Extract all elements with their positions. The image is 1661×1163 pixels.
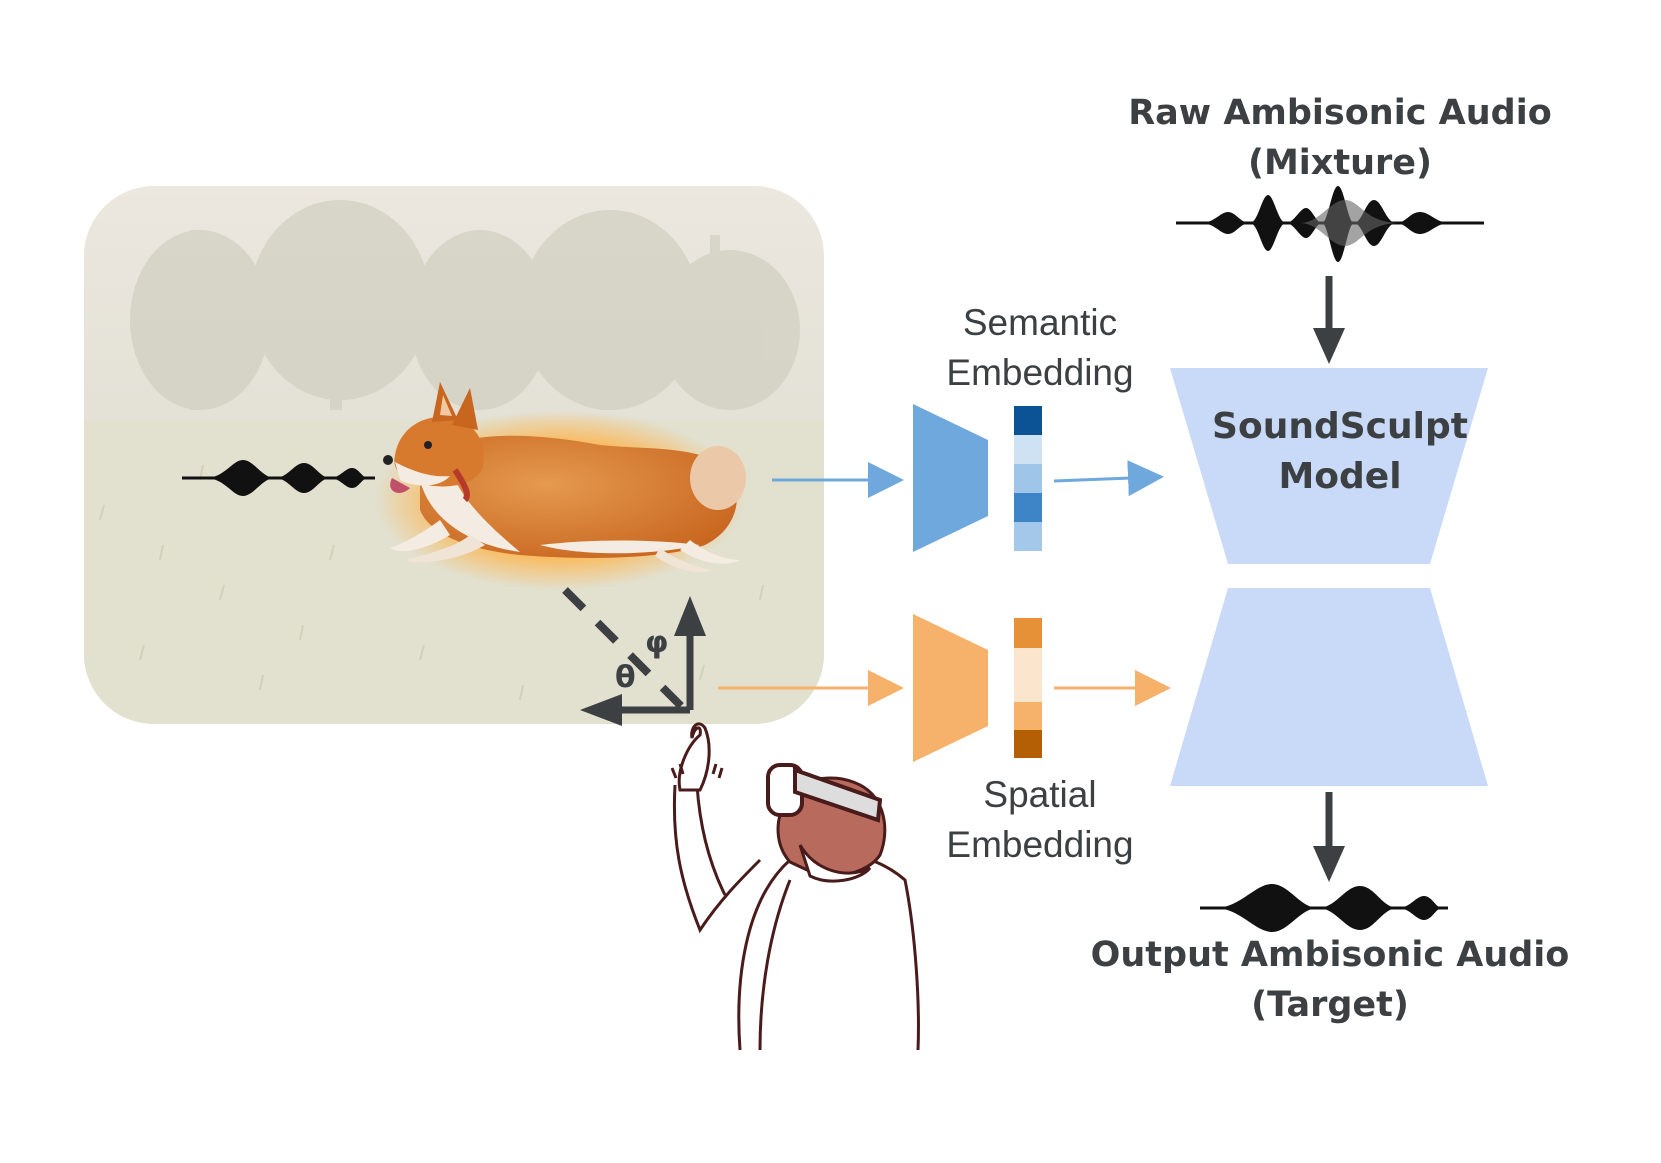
target-waveform-icon: [1200, 884, 1448, 932]
source-waveform-icon: [182, 460, 375, 496]
mixture-waveform-icon: [1176, 186, 1484, 262]
model-label-line1: SoundSculpt: [1212, 406, 1468, 447]
raw-audio-label-line1: Raw Ambisonic Audio: [1128, 93, 1552, 133]
spatial-label-line1: Spatial: [983, 774, 1097, 815]
model-label-line2: Model: [1278, 456, 1402, 497]
output-label-line1: Output Ambisonic Audio: [1090, 935, 1570, 975]
theta-angle-label: θ: [615, 660, 636, 695]
corgi-dog: [375, 382, 746, 590]
vr-headset-person-icon: [670, 722, 920, 1051]
model-to-output-arrow: [1313, 792, 1345, 882]
semantic-embedding-bar: [1014, 406, 1042, 551]
semantic-embedding-label: Semantic Embedding: [880, 298, 1200, 398]
model-encoder-half: [1170, 368, 1488, 564]
output-audio-label: Output Ambisonic Audio (Target): [1010, 930, 1650, 1030]
semantic-label-line1: Semantic: [962, 302, 1118, 343]
output-label-line2: (Target): [1251, 985, 1409, 1025]
raw-audio-label-line2: (Mixture): [1247, 143, 1433, 183]
spatial-embedding-label: Spatial Embedding: [880, 770, 1200, 870]
model-decoder-half: [1170, 588, 1488, 786]
raw-audio-label: Raw Ambisonic Audio (Mixture): [1030, 88, 1650, 188]
model-label: SoundSculpt Model: [1150, 402, 1530, 502]
spatial-label-line2: Embedding: [946, 824, 1134, 865]
semantic-to-model-arrow: [1053, 460, 1164, 497]
phi-angle-label: φ: [645, 625, 669, 660]
spatial-embedding-bar: [1014, 618, 1042, 758]
semantic-encoder: [913, 404, 988, 552]
spatial-encoder: [913, 614, 988, 762]
semantic-label-line2: Embedding: [946, 352, 1134, 393]
direction-axes: [562, 587, 706, 726]
mixture-to-model-arrow: [1313, 276, 1345, 364]
